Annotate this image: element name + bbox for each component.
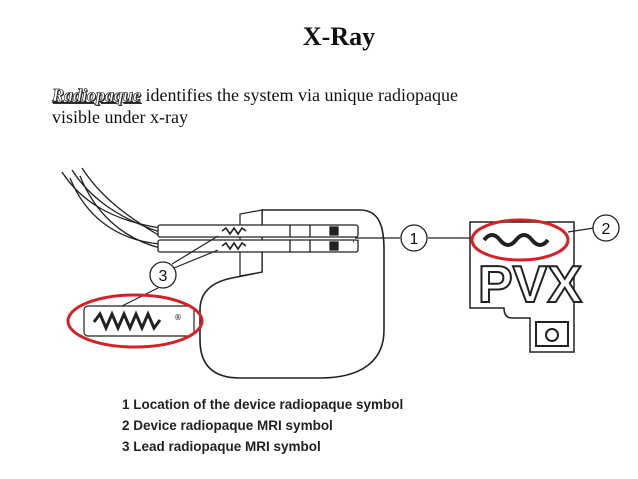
- callout-2-label: 2: [602, 221, 611, 238]
- pvx-small-icon: [535, 321, 569, 347]
- device-symbol-mark: ⌐: [352, 236, 360, 247]
- callout-3-leader-c: [117, 287, 159, 309]
- lead-radiopaque-marks: [221, 226, 247, 251]
- callout-3-leader-b: [173, 249, 219, 269]
- legend-item-1: 1 Location of the device radiopaque symb…: [122, 397, 404, 412]
- legend: 1 Location of the device radiopaque symb…: [122, 394, 403, 457]
- callout-2-circle: [592, 214, 620, 242]
- callout-3-label: 3: [159, 268, 168, 285]
- device-symbol-highlight: [470, 218, 570, 262]
- lead-wires: [61, 167, 161, 249]
- callout-2-leader: [567, 227, 595, 233]
- callout-1-circle: [400, 224, 428, 252]
- lead-symbol-highlight: [66, 293, 204, 349]
- radiopaque-keyword: Radiopaque: [52, 85, 142, 106]
- pvx-label: PVX: [478, 256, 582, 314]
- lead-zoom-detail: ®: [83, 305, 195, 337]
- legend-item-2: 2 Device radiopaque MRI symbol: [122, 418, 333, 433]
- callout-3-leader-a: [171, 235, 219, 265]
- legend-item-3: 3 Lead radiopaque MRI symbol: [122, 439, 321, 454]
- slide-title: X-Ray: [302, 22, 376, 51]
- intro-description: identifies the system via unique radiopa…: [52, 85, 458, 127]
- svg-text:®: ®: [174, 313, 182, 322]
- callout-1-label: 1: [410, 231, 419, 248]
- pvx-wave-symbol: [482, 233, 550, 247]
- lead-connectors: [157, 224, 359, 253]
- pvx-tag: [469, 221, 575, 353]
- callout-3-circle: [149, 261, 177, 289]
- intro-text: Radiopaque identifies the system via uni…: [52, 84, 472, 128]
